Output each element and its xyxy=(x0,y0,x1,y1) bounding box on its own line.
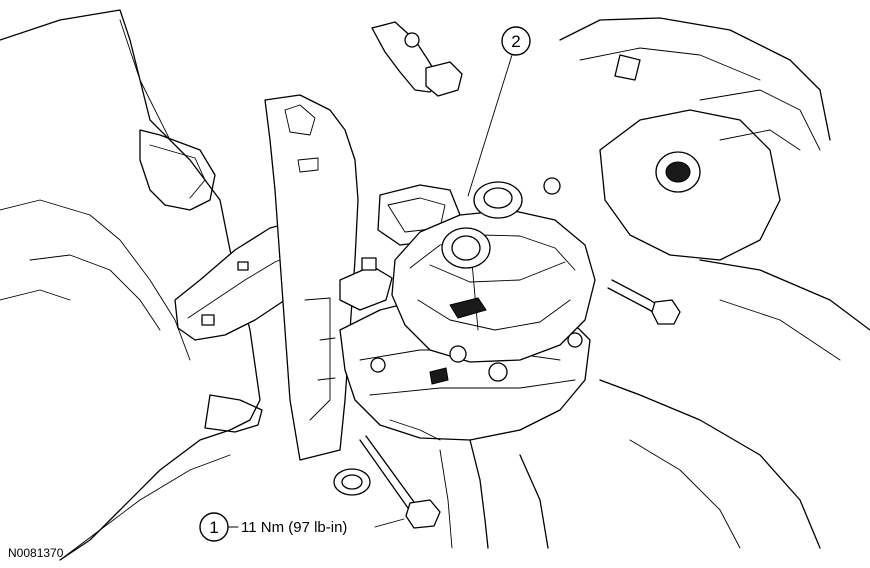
upper-right-structure xyxy=(559,17,831,261)
lower-bolt xyxy=(359,435,441,529)
bracket-plate xyxy=(264,94,359,461)
lower-right-body xyxy=(439,259,870,549)
torque-spec: 11 Nm (97 lb-in) xyxy=(241,519,347,536)
floor-hole xyxy=(333,468,371,496)
upper-bolt xyxy=(371,21,463,97)
callout-1-number: 1 xyxy=(209,518,218,537)
left-body-panel xyxy=(0,9,263,561)
right-bolt xyxy=(607,279,681,325)
figure-id: N0081370 xyxy=(8,546,64,560)
callout-2-number: 2 xyxy=(511,32,520,51)
callout-2: 2 xyxy=(467,26,531,197)
callout-1: 1 11 Nm (97 lb-in) xyxy=(199,512,405,542)
actuator-assembly xyxy=(339,177,596,441)
